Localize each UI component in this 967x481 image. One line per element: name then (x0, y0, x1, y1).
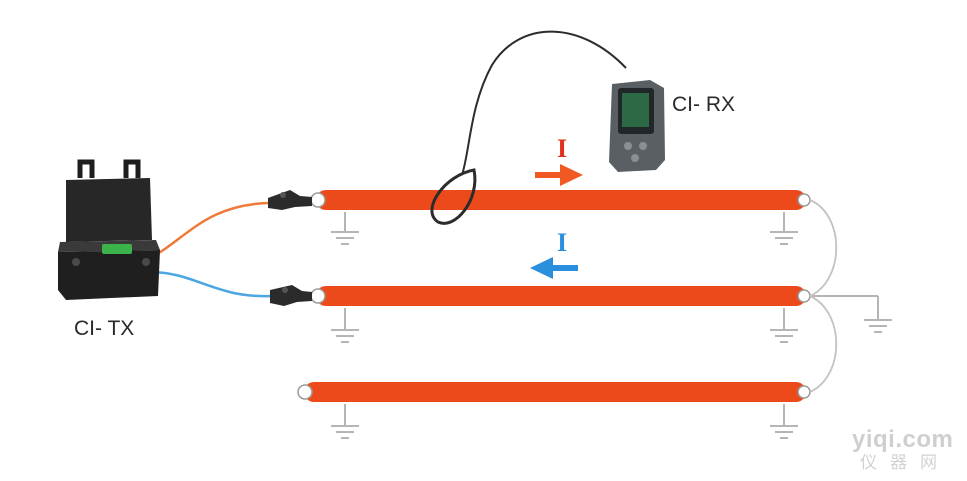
forward-current-label: I (557, 134, 567, 163)
far-end-jumpers (809, 199, 838, 393)
ground-icon (331, 404, 359, 439)
cable-1 (310, 190, 811, 210)
transmitter-label: CI- TX (74, 317, 134, 340)
arrow-left-icon (530, 257, 578, 279)
receiver-device (609, 80, 665, 172)
watermark-site: yiqi.com (852, 426, 953, 453)
tx-lead-upper (149, 201, 269, 260)
tx-lead-middle (149, 270, 271, 298)
clamp-icon (270, 285, 312, 306)
ground-icon (770, 212, 798, 245)
ground-symbols (331, 212, 892, 439)
ground-icon (331, 212, 359, 245)
cable-3 (297, 382, 811, 402)
arrow-right-icon (535, 164, 583, 186)
receiver-cable (461, 30, 627, 176)
ground-icon (770, 404, 798, 439)
current-clamp-loop (430, 168, 477, 225)
ground-icon (812, 295, 892, 333)
ground-icon (770, 308, 798, 343)
transmitter-device (58, 159, 160, 300)
clamp-icon (268, 190, 312, 210)
watermark-name: 仪器网 (860, 453, 950, 472)
receiver-label: CI- RX (672, 93, 735, 116)
return-current-label: I (557, 228, 567, 257)
cable-2 (310, 286, 811, 306)
ground-icon (331, 308, 359, 343)
